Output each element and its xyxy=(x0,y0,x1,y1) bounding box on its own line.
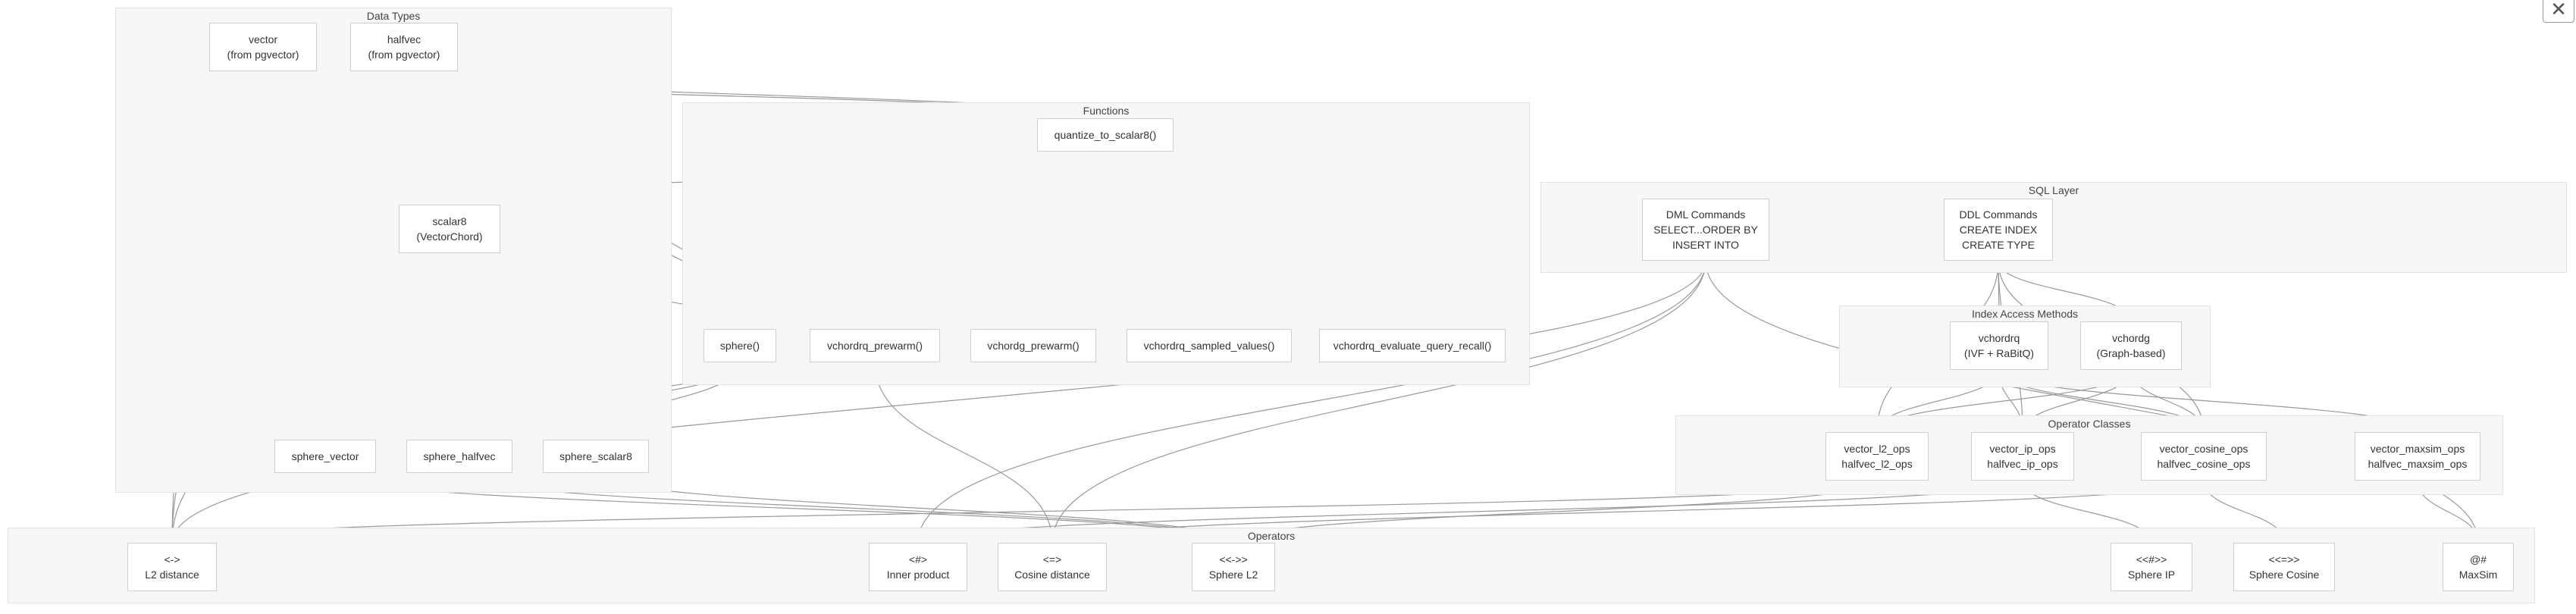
edge-dml_commands-to-op_cosine xyxy=(1048,260,1706,544)
group-title-sql-layer: SQL Layer xyxy=(2028,184,2079,196)
node-vector-cosine-ops: vector_cosine_ops halfvec_cosine_ops xyxy=(2141,432,2267,481)
node-vector-ip-ops-line1: vector_ip_ops xyxy=(1989,443,2056,455)
node-vector: vector (from pgvector) xyxy=(209,23,317,71)
node-vector-l2-ops: vector_l2_ops halfvec_l2_ops xyxy=(1825,432,1929,481)
node-vector-ip-ops-line2: halfvec_ip_ops xyxy=(1987,458,2058,470)
node-sphere-halfvec-label: sphere_halfvec xyxy=(423,450,496,462)
node-operator-inner-product: <#> Inner product xyxy=(869,543,967,591)
node-operator-sphere-cosine-symbol: <<=>> xyxy=(2268,553,2300,565)
node-vchordrq-prewarm-label: vchordrq_prewarm() xyxy=(826,340,923,352)
node-vector-cosine-ops-line1: vector_cosine_ops xyxy=(2159,443,2249,455)
node-sphere-halfvec: sphere_halfvec xyxy=(406,440,512,473)
node-operator-cosine: <=> Cosine distance xyxy=(998,543,1107,591)
node-vchordrq-line1: vchordrq xyxy=(1978,332,2020,344)
node-operator-maxsim: @# MaxSim xyxy=(2443,543,2514,591)
node-operator-maxsim-symbol: @# xyxy=(2470,553,2487,565)
node-operator-inner-product-label: Inner product xyxy=(886,569,950,581)
node-ddl-commands: DDL Commands CREATE INDEX CREATE TYPE xyxy=(1944,199,2053,261)
node-halfvec: halfvec (from pgvector) xyxy=(350,23,458,71)
node-vchordg-prewarm-label: vchordg_prewarm() xyxy=(987,340,1080,352)
node-dml-commands-line3: INSERT INTO xyxy=(1672,239,1739,251)
node-vector-ip-ops: vector_ip_ops halfvec_ip_ops xyxy=(1971,432,2074,481)
node-vchordrq-line2: (IVF + RaBitQ) xyxy=(1963,347,2035,359)
node-scalar8-line1: scalar8 xyxy=(432,215,467,227)
edge-dml_commands-to-op_ip xyxy=(914,260,1706,544)
node-sphere-function-label: sphere() xyxy=(719,340,760,352)
node-vchordg: vchordg (Graph-based) xyxy=(2080,321,2182,370)
node-ddl-commands-line2: CREATE INDEX xyxy=(1959,224,2038,236)
node-operator-l2: <-> L2 distance xyxy=(127,543,217,591)
node-scalar8-line2: (VectorChord) xyxy=(416,230,483,243)
node-quantize-to-scalar8: quantize_to_scalar8() xyxy=(1037,118,1174,152)
node-operator-cosine-symbol: <=> xyxy=(1042,553,1062,565)
node-ddl-commands-line1: DDL Commands xyxy=(1959,208,2038,221)
node-vector-line1: vector xyxy=(248,33,278,45)
node-dml-commands-line1: DML Commands xyxy=(1666,208,1746,221)
node-vector-cosine-ops-line2: halfvec_cosine_ops xyxy=(2157,458,2251,470)
node-vchordg-line1: vchordg xyxy=(2112,332,2150,344)
group-title-operators: Operators xyxy=(1247,530,1296,542)
node-vchordg-line2: (Graph-based) xyxy=(2096,347,2166,359)
node-halfvec-line1: halfvec xyxy=(387,33,421,45)
node-vchordg-prewarm: vchordg_prewarm() xyxy=(970,329,1096,362)
node-quantize-to-scalar8-label: quantize_to_scalar8() xyxy=(1054,129,1157,141)
group-title-operator-classes: Operator Classes xyxy=(2048,418,2131,430)
node-dml-commands: DML Commands SELECT...ORDER BY INSERT IN… xyxy=(1642,199,1769,261)
node-operator-l2-label: L2 distance xyxy=(145,569,199,581)
close-icon: ✕ xyxy=(2550,0,2567,20)
node-vector-maxsim-ops-line1: vector_maxsim_ops xyxy=(2370,443,2465,455)
node-vector-maxsim-ops: vector_maxsim_ops halfvec_maxsim_ops xyxy=(2355,432,2480,481)
node-vchordrq-sampled-values-label: vchordrq_sampled_values() xyxy=(1143,340,1275,352)
node-operator-sphere-l2: <<->> Sphere L2 xyxy=(1192,543,1275,591)
node-vector-maxsim-ops-line2: halfvec_maxsim_ops xyxy=(2368,458,2468,470)
node-vector-line2: (from pgvector) xyxy=(227,49,299,61)
node-vector-l2-ops-line2: halfvec_l2_ops xyxy=(1841,458,1913,470)
node-vchordrq-prewarm: vchordrq_prewarm() xyxy=(810,329,940,362)
node-operator-sphere-cosine-label: Sphere Cosine xyxy=(2249,569,2320,581)
edge-vchordrq_prewarm-to-op_cosine xyxy=(874,362,1056,544)
close-button[interactable]: ✕ xyxy=(2543,0,2574,23)
node-sphere-vector-label: sphere_vector xyxy=(291,450,359,462)
node-operator-inner-product-symbol: <#> xyxy=(908,553,928,565)
node-operator-sphere-ip-symbol: <<#>> xyxy=(2136,553,2167,565)
node-operator-l2-symbol: <-> xyxy=(164,553,180,565)
node-vchordrq-evaluate-query-recall-label: vchordrq_evaluate_query_recall() xyxy=(1333,340,1492,352)
group-title-functions: Functions xyxy=(1083,105,1130,117)
group-data-types: Data Types xyxy=(115,8,672,493)
node-vector-l2-ops-line1: vector_l2_ops xyxy=(1844,443,1910,455)
node-operator-sphere-ip-label: Sphere IP xyxy=(2127,569,2176,581)
node-sphere-function: sphere() xyxy=(704,329,776,362)
node-vchordrq-evaluate-query-recall: vchordrq_evaluate_query_recall() xyxy=(1319,329,1506,362)
node-operator-sphere-ip: <<#>> Sphere IP xyxy=(2111,543,2192,591)
node-vchordrq-sampled-values: vchordrq_sampled_values() xyxy=(1127,329,1292,362)
node-ddl-commands-line3: CREATE TYPE xyxy=(1962,239,2035,251)
group-title-data-types: Data Types xyxy=(366,10,421,22)
node-operator-sphere-l2-label: Sphere L2 xyxy=(1208,569,1258,581)
group-title-index-access-methods: Index Access Methods xyxy=(1971,308,2079,320)
node-operator-maxsim-label: MaxSim xyxy=(2458,569,2498,581)
node-halfvec-line2: (from pgvector) xyxy=(368,49,440,61)
node-sphere-scalar8-label: sphere_scalar8 xyxy=(559,450,632,462)
node-operator-sphere-l2-symbol: <<->> xyxy=(1219,553,1248,565)
node-vchordrq: vchordrq (IVF + RaBitQ) xyxy=(1950,321,2048,370)
node-sphere-scalar8: sphere_scalar8 xyxy=(543,440,649,473)
node-dml-commands-line2: SELECT...ORDER BY xyxy=(1653,224,1758,236)
node-sphere-vector: sphere_vector xyxy=(274,440,376,473)
node-scalar8: scalar8 (VectorChord) xyxy=(399,205,500,253)
node-operator-sphere-cosine: <<=>> Sphere Cosine xyxy=(2233,543,2335,591)
node-operator-cosine-label: Cosine distance xyxy=(1014,569,1090,581)
